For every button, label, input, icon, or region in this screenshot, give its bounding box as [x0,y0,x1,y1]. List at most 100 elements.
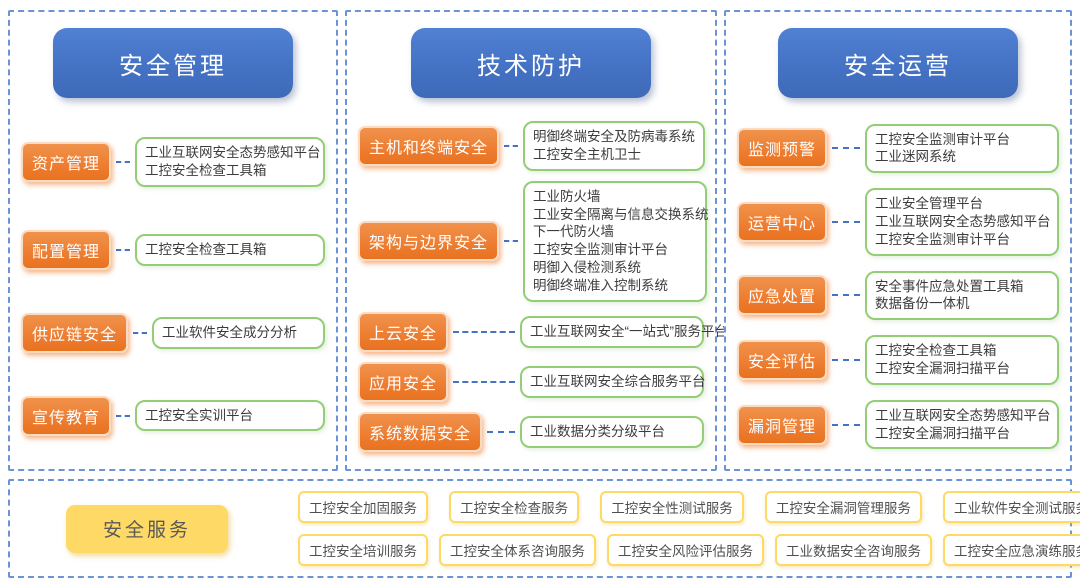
service-chip: 工业数据安全咨询服务 [775,534,932,566]
services-panel: 安全服务 工控安全加固服务工控安全检查服务工控安全性测试服务工控安全漏洞管理服务… [8,479,1080,578]
product-box: 工业互联网安全“一站式”服务平台 [520,315,728,348]
category-label: 配置管理 [21,229,112,270]
service-chip: 工控安全培训服务 [298,534,428,566]
dashed-connector-line [453,380,515,383]
product-item: 工控安全漏洞扫描平台 [875,361,1010,376]
product-item: 工控安全检查工具箱 [145,241,267,257]
category-row: 应用安全工业互联网安全综合服务平台 [358,361,706,402]
column-header-wrap: 安全管理 [21,28,325,98]
dashed-connector-line [116,161,131,164]
product-item: 工控安全主机卫士 [533,146,642,162]
product-item: 工控安全漏洞扫描平台 [875,425,1010,441]
column-header-title: 安全运营 [778,28,1018,98]
product-item: 工业互联网安全态势感知平台 [875,407,1051,423]
service-chip-row: 工控安全培训服务工控安全体系咨询服务工控安全风险评估服务工业数据安全咨询服务工控… [298,534,1080,566]
product-item: 工控安全实训平台 [145,407,254,423]
dashed-connector-line [504,144,519,147]
category-label: 主机和终端安全 [358,125,500,166]
column-header-wrap: 技术防护 [358,28,704,98]
service-chip-row: 工控安全加固服务工控安全检查服务工控安全性测试服务工控安全漏洞管理服务工业软件安… [298,491,1080,523]
category-label: 运营中心 [737,201,828,242]
product-item: 工控安全监测审计平台 [875,131,1010,147]
dashed-connector-line [832,423,860,426]
product-item: 工控安全检查工具箱 [145,163,267,179]
column-header-wrap: 安全运营 [737,28,1059,98]
dashed-connector-line [504,240,519,243]
product-item: 工业互联网安全态势感知平台 [145,145,321,161]
service-chip: 工控安全性测试服务 [600,491,744,523]
product-box: 工业互联网安全态势感知平台工控安全漏洞扫描平台 [865,399,1059,450]
category-row: 漏洞管理工业互联网安全态势感知平台工控安全漏洞扫描平台 [737,399,1059,450]
service-chip: 工控安全漏洞管理服务 [764,491,922,523]
product-box: 工控安全检查工具箱工控安全漏洞扫描平台 [865,335,1059,385]
dashed-connector-line [116,414,131,417]
product-item: 工业防火墙 [533,188,601,204]
dashed-connector-line [487,430,515,433]
category-label: 应急处置 [737,275,828,316]
dashed-connector-line [832,359,860,361]
category-row: 安全评估工控安全检查工具箱工控安全漏洞扫描平台 [737,335,1059,385]
category-label: 安全评估 [737,340,828,380]
category-label: 漏洞管理 [737,404,828,445]
category-label: 资产管理 [21,142,112,183]
service-chip: 工控安全风险评估服务 [607,534,764,566]
service-chip: 工控安全应急演练服务 [943,534,1080,566]
product-item: 下一代防火墙 [533,224,615,240]
category-label: 宣传教育 [21,395,112,436]
category-row: 架构与边界安全工业防火墙工业安全隔离与信息交换系统下一代防火墙工控安全监测审计平… [358,180,709,302]
service-chip: 工控安全加固服务 [298,491,428,523]
product-item: 工业安全管理平台 [875,196,983,212]
category-row: 主机和终端安全明御终端安全及防病毒系统工控安全主机卫士 [358,121,706,171]
column-panel-1: 安全管理资产管理工业互联网安全态势感知平台工控安全检查工具箱配置管理工控安全检查… [8,10,338,471]
category-rows: 监测预警工控安全监测审计平台工业迷网系统运营中心工业安全管理平台工业互联网安全态… [737,112,1059,457]
dashed-connector-line [453,330,515,333]
product-item: 明御终端安全及防病毒系统 [533,129,696,145]
product-box: 工控安全检查工具箱 [135,233,325,266]
category-row: 上云安全 工业互联网安全“一站式”服务平台 [358,311,728,352]
product-item: 工业互联网安全态势感知平台 [875,213,1051,229]
category-rows: 资产管理工业互联网安全态势感知平台工控安全检查工具箱配置管理工控安全检查工具箱供… [21,112,326,457]
service-chip: 工业软件安全测试服务 [943,491,1080,523]
product-box: 工控安全监测审计平台工业迷网系统 [865,123,1059,174]
category-label: 上云安全 [358,311,449,352]
product-item: 工业数据分类分级平台 [530,424,665,440]
category-label: 架构与边界安全 [358,221,500,262]
services-title-box: 安全服务 [66,504,228,553]
column-header-title: 安全管理 [53,28,293,98]
category-label: 监测预警 [737,128,828,169]
product-box: 工业互联网安全综合服务平台 [520,365,706,398]
category-row: 宣传教育 工控安全实训平台 [21,395,325,436]
dashed-connector-line [133,331,148,334]
product-item: 工业互联网安全综合服务平台 [530,373,706,389]
category-row: 监测预警工控安全监测审计平台工业迷网系统 [737,123,1059,174]
category-row: 系统数据安全 工业数据分类分级平台 [358,411,704,452]
category-rows: 主机和终端安全明御终端安全及防病毒系统工控安全主机卫士架构与边界安全工业防火墙工… [358,112,728,457]
category-label: 系统数据安全 [358,411,483,452]
dashed-connector-line [116,248,131,251]
product-item: 工控安全监测审计平台 [533,242,669,258]
product-box: 工控安全实训平台 [135,399,325,432]
category-row: 运营中心 工业安全管理平台工业互联网安全态势感知平台工控安全监测审计平台 [737,188,1059,256]
service-chip: 工控安全体系咨询服务 [439,534,596,566]
column-panel-3: 安全运营监测预警工控安全监测审计平台工业迷网系统运营中心工业安全管理平台工业互联… [724,10,1072,471]
product-box: 工业数据分类分级平台 [520,416,704,448]
product-box: 工业互联网安全态势感知平台工控安全检查工具箱 [135,137,326,188]
product-item: 工控安全监测审计平台 [875,231,1010,247]
category-row: 配置管理 工控安全检查工具箱 [21,229,325,270]
product-item: 工业迷网系统 [875,149,956,165]
category-label: 供应链安全 [21,312,129,353]
service-chip-grid: 工控安全加固服务工控安全检查服务工控安全性测试服务工控安全漏洞管理服务工业软件安… [298,491,1080,566]
product-box: 工业防火墙工业安全隔离与信息交换系统下一代防火墙工控安全监测审计平台明御入侵检测… [523,180,709,302]
product-item: 工业软件安全成分分析 [162,324,298,340]
product-item: 工业互联网安全“一站式”服务平台 [530,323,728,339]
pillar-columns: 安全管理资产管理工业互联网安全态势感知平台工控安全检查工具箱配置管理工控安全检查… [8,10,1072,471]
product-box: 工业软件安全成分分析 [152,316,325,349]
column-panel-2: 技术防护主机和终端安全明御终端安全及防病毒系统工控安全主机卫士架构与边界安全工业… [345,10,728,471]
product-box: 明御终端安全及防病毒系统工控安全主机卫士 [523,121,706,171]
product-box: 安全事件应急处置工具箱数据备份一体机 [865,270,1059,321]
product-item: 明御终端准入控制系统 [533,277,669,293]
category-row: 应急处置安全事件应急处置工具箱数据备份一体机 [737,270,1059,321]
dashed-connector-line [832,294,860,297]
column-header-title: 技术防护 [411,28,651,98]
